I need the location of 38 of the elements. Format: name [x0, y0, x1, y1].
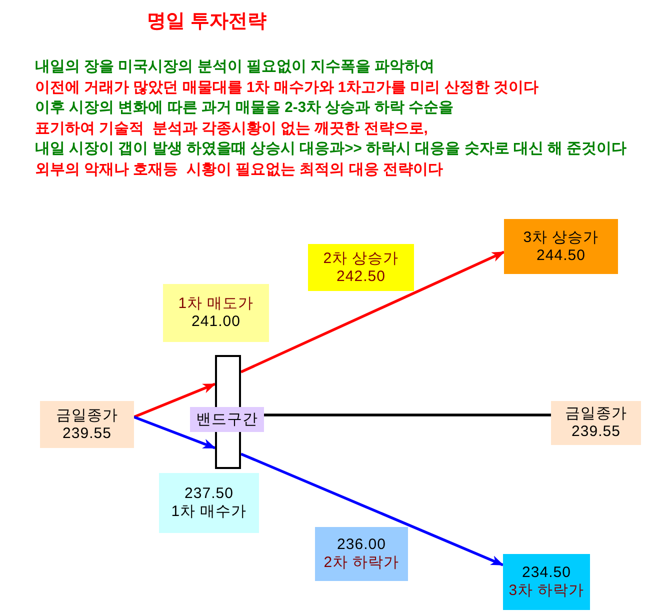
- arrow: [134, 416, 216, 450]
- arrow: [240, 250, 505, 374]
- band-label: 밴드구간: [196, 410, 258, 428]
- price-box: [163, 284, 269, 342]
- price-value: 241.00: [192, 313, 240, 331]
- price-box: [503, 554, 590, 610]
- price-label: 2차 상승가: [323, 250, 399, 268]
- note-text: 내일 시장이 갭이 발생 하였을때 상승시 대응과>> 하락시 대응을 숫자로 대신 해 준것이다: [35, 140, 628, 159]
- note-text: 이전에 거래가 많았던 매물대를 1차 매수가와 1차고가를 미리 산정한 것이다: [35, 78, 540, 98]
- price-label: 2차 하락가: [324, 554, 400, 572]
- price-box: [40, 401, 134, 448]
- price-box: [159, 473, 259, 533]
- title: 명일 투자전략: [147, 10, 266, 34]
- price-label: 3차 상승가: [523, 228, 599, 246]
- connector-line: [264, 414, 551, 416]
- label-box: [190, 407, 264, 432]
- price-label: 금일종가: [565, 405, 627, 423]
- price-value: 234.50: [522, 564, 571, 582]
- price-label: 금일종가: [56, 406, 118, 424]
- price-value: 239.55: [62, 424, 112, 442]
- note-text: 표기하여 기술적 분석과 각종시황이 없는 깨끗한 전략으로,: [35, 120, 429, 138]
- price-label: 3차 하락가: [508, 582, 584, 600]
- arrow: [134, 382, 216, 418]
- price-value: 237.50: [184, 485, 234, 503]
- price-label: 1차 매도가: [178, 295, 254, 313]
- price-box: [504, 219, 618, 274]
- price-label: 1차 매수가: [171, 503, 247, 521]
- price-box: [551, 401, 641, 445]
- price-value: 242.50: [336, 268, 386, 286]
- arrow: [240, 452, 504, 566]
- price-box: [315, 527, 408, 581]
- price-value: 239.55: [572, 423, 620, 441]
- price-box: [308, 244, 414, 291]
- price-value: 244.50: [536, 246, 586, 264]
- note-text: 외부의 악재나 호재등 시황이 필요없는 최적의 대응 전략이다: [35, 160, 444, 180]
- price-value: 236.00: [337, 536, 386, 554]
- note-text: 내일의 장을 미국시장의 분석이 필요없이 지수폭을 파악하여: [35, 58, 436, 77]
- note-text: 이후 시장의 변화에 따른 과거 매물을 2-3차 상승과 하락 수순을: [35, 99, 454, 118]
